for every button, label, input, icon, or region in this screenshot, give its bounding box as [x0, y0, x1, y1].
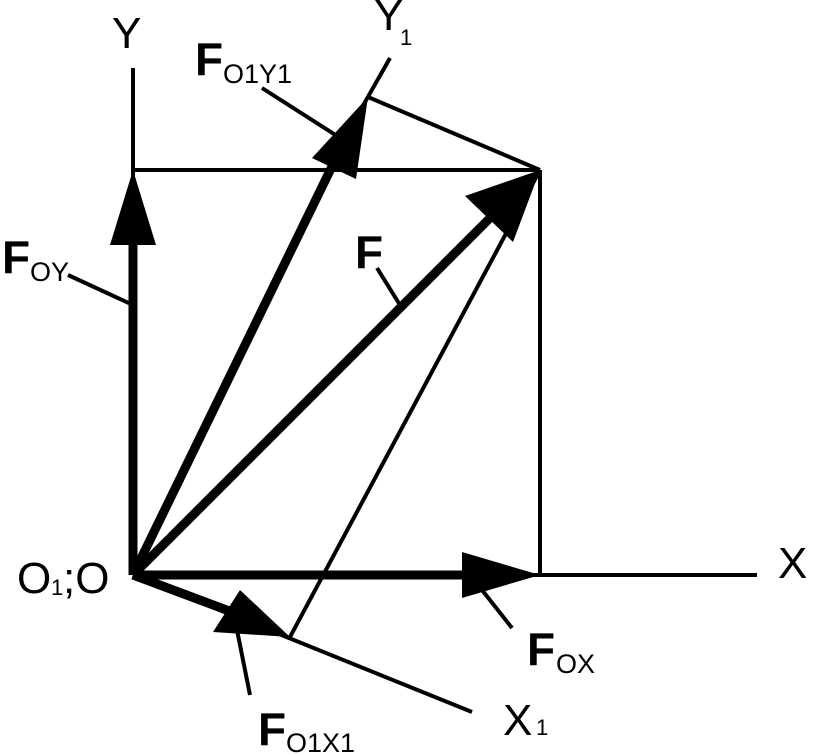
force-f-label: F	[355, 226, 383, 278]
x1-axis-label: X	[503, 696, 532, 745]
construction-lines	[133, 95, 542, 638]
vector-shafts	[128, 148, 499, 617]
parallel-to-y1-line	[288, 169, 542, 638]
leader-foy	[67, 273, 134, 307]
perpendicular-to-y1-line	[367, 95, 541, 172]
x-axis-label: X	[778, 539, 807, 588]
arrowhead-f	[465, 170, 540, 242]
origin-label-sub: 1	[51, 575, 63, 600]
arrowhead-fox	[462, 552, 540, 598]
leader-fo1x1	[234, 624, 252, 696]
leader-lines	[67, 86, 514, 696]
force-foy-label-sub: OY	[30, 257, 69, 287]
vector-fo1x1-shaft	[131, 570, 234, 617]
origin-label: O	[17, 554, 51, 603]
arrowhead-foy	[110, 170, 156, 245]
arrowhead-fo1x1	[213, 590, 290, 637]
force-foy-label: F	[2, 231, 30, 283]
y-axis-label: Y	[112, 9, 141, 58]
y1-axis-label: Y	[374, 0, 403, 40]
leader-fo1y1	[260, 86, 350, 145]
force-fox-label: F	[527, 623, 555, 675]
force-fo1y1-label-sub: O1Y1	[223, 59, 292, 89]
leader-f	[375, 266, 402, 307]
vector-f-shaft	[129, 209, 499, 579]
leader-fox	[480, 588, 514, 630]
force-fo1y1-label: F	[195, 33, 223, 85]
force-fox-label-sub: OX	[556, 649, 595, 679]
origin-label-rest: ;O	[63, 554, 109, 603]
force-fo1x1-label-sub: O1X1	[286, 728, 355, 755]
x1-axis-label-sub: 1	[536, 715, 548, 740]
force-fo1x1-label: F	[258, 703, 286, 755]
y1-axis-label-sub: 1	[400, 25, 412, 50]
vector-fo1y1-shaft	[128, 148, 345, 577]
